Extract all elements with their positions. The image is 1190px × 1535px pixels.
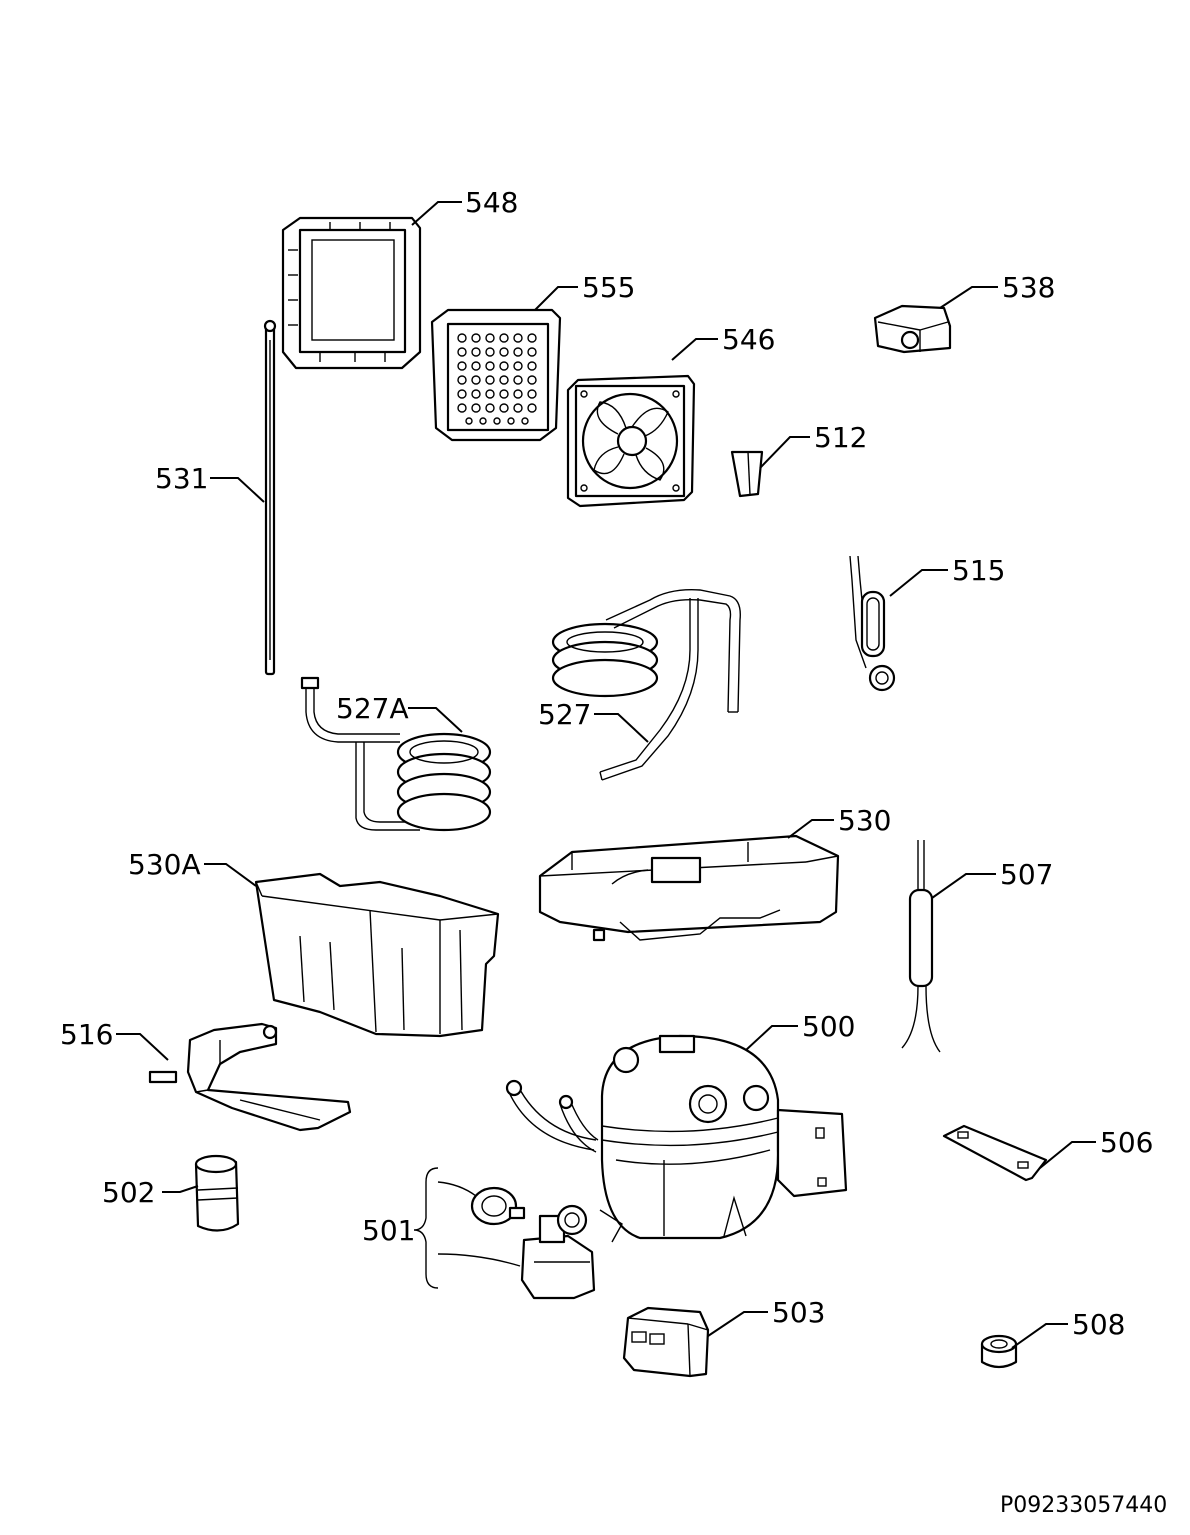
callout-527a: 527A	[336, 692, 409, 725]
part-503-relay[interactable]	[622, 1306, 710, 1378]
leader-515	[889, 569, 948, 597]
leader-530	[787, 819, 834, 839]
part-516-bracket[interactable]	[148, 1022, 352, 1132]
part-548-fan-housing[interactable]	[281, 216, 422, 370]
callout-508: 508	[1072, 1308, 1125, 1341]
leader-502	[162, 1185, 199, 1193]
callout-531: 531	[155, 462, 208, 495]
part-546-fan[interactable]	[566, 374, 696, 508]
callout-516: 516	[60, 1018, 113, 1051]
part-501-starter-group[interactable]	[413, 1167, 596, 1300]
leader-527	[594, 713, 649, 743]
callout-530: 530	[838, 804, 891, 837]
leader-527a	[408, 707, 463, 733]
callout-538: 538	[1002, 271, 1055, 304]
part-507-drier[interactable]	[901, 840, 941, 1053]
leader-508	[1011, 1323, 1068, 1349]
leader-512	[759, 436, 810, 469]
part-508-grommet[interactable]	[980, 1334, 1018, 1369]
callout-500: 500	[802, 1010, 855, 1043]
part-530-tray[interactable]	[538, 834, 840, 942]
leader-546	[671, 338, 718, 361]
part-500-compressor[interactable]	[505, 1034, 848, 1243]
part-527-pipe-coil[interactable]	[551, 589, 741, 781]
part-506-plate[interactable]	[942, 1124, 1048, 1182]
part-527a-coil[interactable]	[300, 676, 492, 832]
callout-548: 548	[465, 186, 518, 219]
callout-530a: 530A	[128, 848, 201, 881]
filter-perforations	[457, 333, 537, 425]
callout-502: 502	[102, 1176, 155, 1209]
document-id: P09233057440	[1000, 1493, 1167, 1518]
leader-506	[1039, 1141, 1096, 1169]
part-512-sleeve[interactable]	[730, 450, 764, 498]
leader-538	[939, 286, 998, 309]
leader-531	[210, 477, 265, 503]
callout-546: 546	[722, 323, 775, 356]
callout-506: 506	[1100, 1126, 1153, 1159]
leader-507	[931, 873, 996, 899]
callout-507: 507	[1000, 858, 1053, 891]
leader-555	[534, 286, 578, 311]
callout-501: 501	[362, 1214, 415, 1247]
leader-530a	[204, 863, 257, 887]
part-538-clip[interactable]	[873, 304, 952, 354]
callout-512: 512	[814, 421, 867, 454]
leader-516	[116, 1033, 169, 1061]
leader-500	[745, 1025, 798, 1051]
part-531-rod[interactable]	[263, 319, 277, 676]
part-502-capacitor[interactable]	[194, 1154, 240, 1232]
part-515-heater[interactable]	[849, 555, 896, 692]
callout-503: 503	[772, 1296, 825, 1329]
callout-555: 555	[582, 271, 635, 304]
callout-515: 515	[952, 554, 1005, 587]
callout-527: 527	[538, 698, 591, 731]
leader-503	[707, 1311, 768, 1337]
part-530a-tank[interactable]	[254, 872, 500, 1038]
part-555-filter-grille[interactable]	[430, 308, 562, 442]
leader-548	[411, 201, 462, 226]
